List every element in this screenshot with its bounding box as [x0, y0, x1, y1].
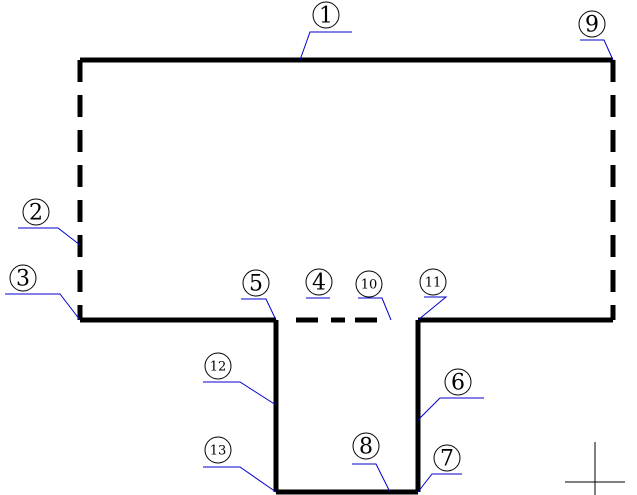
- marker-label-7: 7: [440, 447, 454, 472]
- leader-line-8: [352, 463, 391, 493]
- leader-line-12: [203, 381, 277, 406]
- marker-label-8: 8: [359, 435, 373, 460]
- leader-line-11: [417, 296, 448, 321]
- marker-leaders: [5, 31, 614, 493]
- leader-line-3: [5, 293, 81, 321]
- marker-11: 11: [419, 268, 447, 296]
- outline-edges: [77, 57, 616, 495]
- marker-circle-8: [352, 432, 380, 460]
- marker-1: 1: [312, 1, 340, 29]
- marker-circle-1: [312, 1, 340, 29]
- marker-label-12: 12: [210, 360, 227, 375]
- leader-line-10: [358, 297, 392, 321]
- marker-label-10: 10: [361, 278, 378, 293]
- leader-line-1: [299, 31, 352, 61]
- marker-3: 3: [9, 264, 37, 292]
- leader-line-9: [580, 39, 614, 61]
- marker-circle-11: [419, 268, 447, 296]
- crosshair-icon: [565, 442, 625, 495]
- marker-circle-3: [9, 264, 37, 292]
- marker-circle-7: [433, 444, 461, 472]
- marker-7: 7: [433, 444, 461, 472]
- marker-circle-12: [204, 352, 232, 380]
- marker-label-9: 9: [585, 13, 599, 38]
- marker-circle-6: [444, 368, 472, 396]
- marker-6: 6: [444, 368, 472, 396]
- leader-line-2: [18, 227, 81, 246]
- marker-9: 9: [578, 10, 606, 38]
- marker-5: 5: [242, 269, 270, 297]
- leader-line-6: [417, 397, 484, 421]
- marker-circle-2: [22, 198, 50, 226]
- marker-4: 4: [305, 268, 333, 296]
- marker-8: 8: [352, 432, 380, 460]
- marker-2: 2: [22, 198, 50, 226]
- marker-label-2: 2: [29, 201, 43, 226]
- marker-label-13: 13: [210, 444, 227, 459]
- leader-line-5: [241, 298, 277, 321]
- marker-circle-5: [242, 269, 270, 297]
- marker-circle-13: [204, 436, 232, 464]
- leader-line-7: [417, 473, 462, 493]
- marker-label-1: 1: [319, 4, 333, 29]
- marker-13: 13: [204, 436, 232, 464]
- marker-label-4: 4: [312, 271, 326, 296]
- marker-label-3: 3: [16, 267, 30, 292]
- marker-12: 12: [204, 352, 232, 380]
- marker-label-11: 11: [425, 276, 442, 291]
- marker-circle-9: [578, 10, 606, 38]
- marker-label-6: 6: [451, 371, 465, 396]
- marker-10: 10: [355, 270, 383, 298]
- leader-line-13: [203, 466, 277, 493]
- marker-circle-10: [355, 270, 383, 298]
- marker-circle-4: [305, 268, 333, 296]
- marker-label-5: 5: [249, 272, 263, 297]
